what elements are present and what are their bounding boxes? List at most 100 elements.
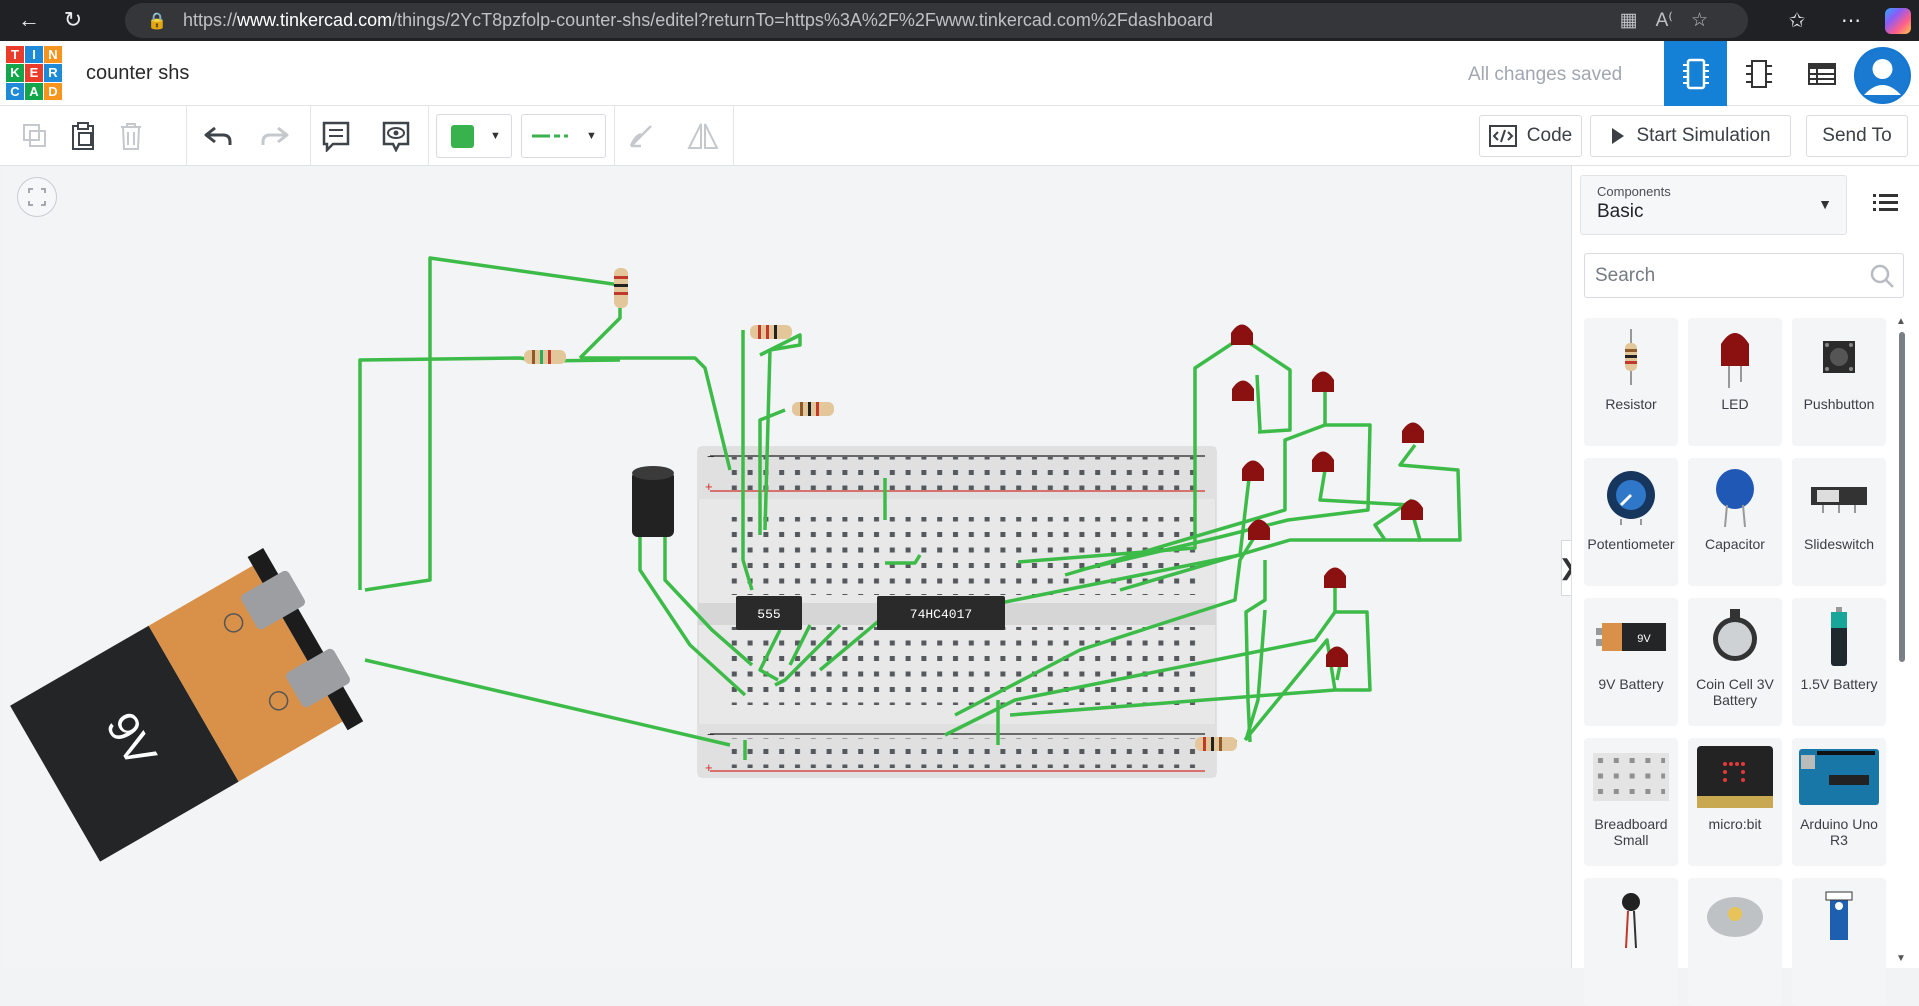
reload-icon[interactable]: ↻	[54, 1, 92, 39]
undo-button[interactable]	[195, 114, 241, 158]
user-icon	[1854, 47, 1911, 104]
rotate-icon	[627, 122, 655, 150]
component-card-arduino[interactable]: Arduino Uno R3	[1792, 738, 1886, 866]
component-card-led[interactable]: LED	[1688, 318, 1782, 446]
component-card-servo[interactable]	[1792, 878, 1886, 1006]
search-icon[interactable]	[1869, 263, 1895, 295]
component-card-microbit[interactable]: micro:bit	[1688, 738, 1782, 866]
leds[interactable]	[1231, 325, 1424, 668]
favorites-icon[interactable]: ✩	[1777, 0, 1817, 41]
circuit-canvas[interactable]: − + − +	[5, 166, 1571, 968]
vibration-motor-icon	[1616, 886, 1646, 948]
component-card-coin-cell[interactable]: Coin Cell 3V Battery	[1688, 598, 1782, 726]
redo-button[interactable]	[252, 114, 298, 158]
notes-visibility-button[interactable]	[373, 114, 419, 158]
rotate-button[interactable]	[618, 114, 664, 158]
scrollbar-thumb[interactable]	[1899, 332, 1905, 662]
favorite-star-icon[interactable]: ☆	[1691, 9, 1708, 32]
list-view-button[interactable]	[1870, 188, 1900, 218]
chevron-down-icon: ▼	[1818, 196, 1832, 212]
delete-button[interactable]	[108, 114, 154, 158]
component-card-breadboard[interactable]: Breadboard Small	[1584, 738, 1678, 866]
component-card-aa-battery[interactable]: 1.5V Battery	[1792, 598, 1886, 726]
components-category-select[interactable]: Components Basic ▼	[1580, 175, 1847, 235]
paste-button[interactable]	[60, 114, 106, 158]
copy-button[interactable]	[12, 114, 58, 158]
read-aloud-icon[interactable]: A⁽	[1656, 9, 1673, 32]
svg-text:−: −	[707, 449, 715, 464]
resistor[interactable]	[614, 268, 628, 308]
send-to-button[interactable]: Send To	[1806, 115, 1908, 157]
ic-555[interactable]: 555	[736, 596, 802, 630]
component-card-resistor[interactable]: Resistor	[1584, 318, 1678, 446]
logo-letter: R	[44, 64, 62, 81]
play-icon	[1610, 126, 1626, 146]
circuit-view-button[interactable]	[1664, 41, 1727, 106]
chevron-down-icon: ▼	[490, 130, 501, 142]
resistor[interactable]	[792, 402, 834, 416]
electrolytic-capacitor[interactable]	[632, 466, 674, 537]
url-prefix: https://	[183, 10, 237, 31]
component-card-vibration-motor[interactable]	[1584, 878, 1678, 1006]
toolbar-divider	[733, 106, 734, 166]
resistor[interactable]	[1195, 737, 1237, 751]
document-title[interactable]: counter shs	[86, 62, 189, 85]
potentiometer-icon	[1603, 469, 1659, 525]
redo-icon	[260, 125, 290, 147]
battery-9v[interactable]: 9V	[5, 543, 372, 870]
scroll-up-icon[interactable]: ▲	[1896, 316, 1906, 327]
dc-motor-icon	[1705, 892, 1765, 942]
ic-74hc4017[interactable]: 74HC4017	[877, 596, 1005, 630]
scroll-down-icon[interactable]: ▼	[1896, 953, 1906, 964]
component-name: Resistor	[1603, 396, 1658, 412]
toolbar-divider	[186, 106, 187, 166]
tinkercad-logo[interactable]: T I N K E R C A D	[6, 46, 63, 100]
slideswitch-icon	[1809, 481, 1869, 513]
component-name: Capacitor	[1703, 536, 1767, 552]
battery-9v-icon: 9V	[1594, 620, 1668, 654]
clipboard-icon	[69, 121, 97, 151]
chevron-down-icon: ▼	[586, 130, 597, 142]
component-name: Slideswitch	[1802, 536, 1876, 552]
chip-555-label: 555	[757, 607, 780, 622]
component-name: 9V Battery	[1596, 676, 1665, 692]
avatar[interactable]	[1854, 47, 1911, 104]
address-bar[interactable]: 🔒 https://www.tinkercad.com/things/2YcT8…	[125, 3, 1748, 38]
note-icon	[321, 120, 351, 152]
browser-toolbar: ← ↻ 🔒 https://www.tinkercad.com/things/2…	[0, 0, 1919, 41]
undo-icon	[203, 125, 233, 147]
component-card-potentiometer[interactable]: Potentiometer	[1584, 458, 1678, 586]
resistor-icon	[1616, 329, 1646, 385]
eye-note-icon	[381, 120, 411, 152]
resistor[interactable]	[524, 350, 566, 364]
svg-text:9V: 9V	[1637, 633, 1651, 645]
notes-button[interactable]	[313, 114, 359, 158]
flip-button[interactable]	[680, 114, 726, 158]
component-list-view-button[interactable]	[1790, 41, 1853, 106]
wire-color-dropdown[interactable]: ▼	[436, 114, 512, 158]
component-name: Pushbutton	[1802, 396, 1877, 412]
copilot-icon[interactable]	[1885, 8, 1911, 34]
component-card-capacitor[interactable]: Capacitor	[1688, 458, 1782, 586]
wire-type-dropdown[interactable]: ▼	[521, 114, 606, 158]
schematic-view-button[interactable]	[1727, 41, 1790, 106]
editor-toolbar: ▼ ▼ Code Start Simulation Send To	[0, 106, 1919, 166]
code-button[interactable]: Code	[1479, 115, 1582, 157]
more-menu-icon[interactable]: ⋯	[1831, 0, 1871, 41]
breadboard-icon	[1593, 753, 1669, 801]
resistor[interactable]	[750, 325, 792, 339]
search-input[interactable]: Search	[1584, 253, 1904, 298]
component-card-slideswitch[interactable]: Slideswitch	[1792, 458, 1886, 586]
app-available-icon[interactable]: ▦	[1620, 9, 1638, 32]
back-icon[interactable]: ←	[10, 1, 48, 39]
component-name: micro:bit	[1707, 816, 1764, 832]
toolbar-divider	[614, 106, 615, 166]
component-card-9v-battery[interactable]: 9V 9V Battery	[1584, 598, 1678, 726]
trash-icon	[118, 121, 144, 151]
panel-scrollbar[interactable]: ▲ ▼	[1895, 316, 1909, 966]
component-card-dc-motor[interactable]	[1688, 878, 1782, 1006]
logo-letter: E	[25, 64, 43, 81]
start-simulation-button[interactable]: Start Simulation	[1590, 115, 1791, 157]
component-card-pushbutton[interactable]: Pushbutton	[1792, 318, 1886, 446]
battery-aa-icon	[1828, 606, 1850, 668]
